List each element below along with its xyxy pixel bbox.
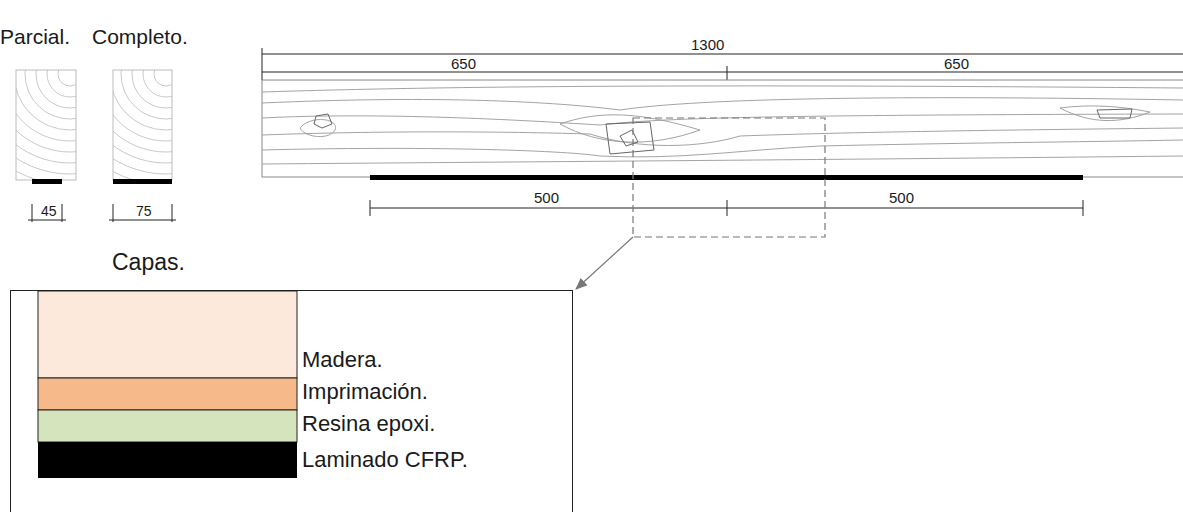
dimension-value: 45: [39, 204, 59, 218]
knot: [314, 109, 1132, 154]
layer-label: Imprimación.: [302, 381, 428, 403]
cfrp-laminate: [370, 175, 1083, 180]
dimension-value: 500: [532, 190, 561, 205]
timber-beam: [262, 80, 1183, 177]
primer-layer: [38, 378, 297, 410]
layer-label: Laminado CFRP.: [302, 449, 468, 471]
layer-label: Madera.: [302, 349, 383, 371]
dimension-line: [109, 204, 176, 222]
dimension-value: 500: [887, 190, 916, 205]
dimension-line: [370, 200, 1083, 216]
dimension-value: 650: [449, 56, 478, 71]
wood-grain: [262, 86, 1183, 164]
cfrp-layer: [38, 442, 297, 478]
wood-grain: [113, 70, 172, 180]
wood-layer: [38, 291, 297, 378]
section-title: Parcial.: [0, 26, 70, 47]
epoxy-layer: [38, 410, 297, 442]
leader-arrow: [576, 237, 633, 289]
detail-title: Capas.: [112, 251, 185, 274]
cfrp-strip: [32, 179, 62, 184]
complete-section: [113, 70, 172, 180]
dimension-line: [28, 204, 66, 222]
detail-box: [633, 118, 825, 237]
cfrp-strip: [113, 179, 172, 184]
partial-section: [16, 70, 76, 180]
wood-grain: [16, 70, 76, 180]
dimension-value: 1300: [689, 37, 726, 52]
dimension-value: 75: [134, 204, 154, 218]
dimension-value: 650: [942, 56, 971, 71]
layer-label: Resina epoxi.: [302, 413, 435, 435]
section-title: Completo.: [92, 26, 188, 47]
detail-frame: [11, 291, 573, 512]
dimension-line: [262, 48, 1183, 80]
